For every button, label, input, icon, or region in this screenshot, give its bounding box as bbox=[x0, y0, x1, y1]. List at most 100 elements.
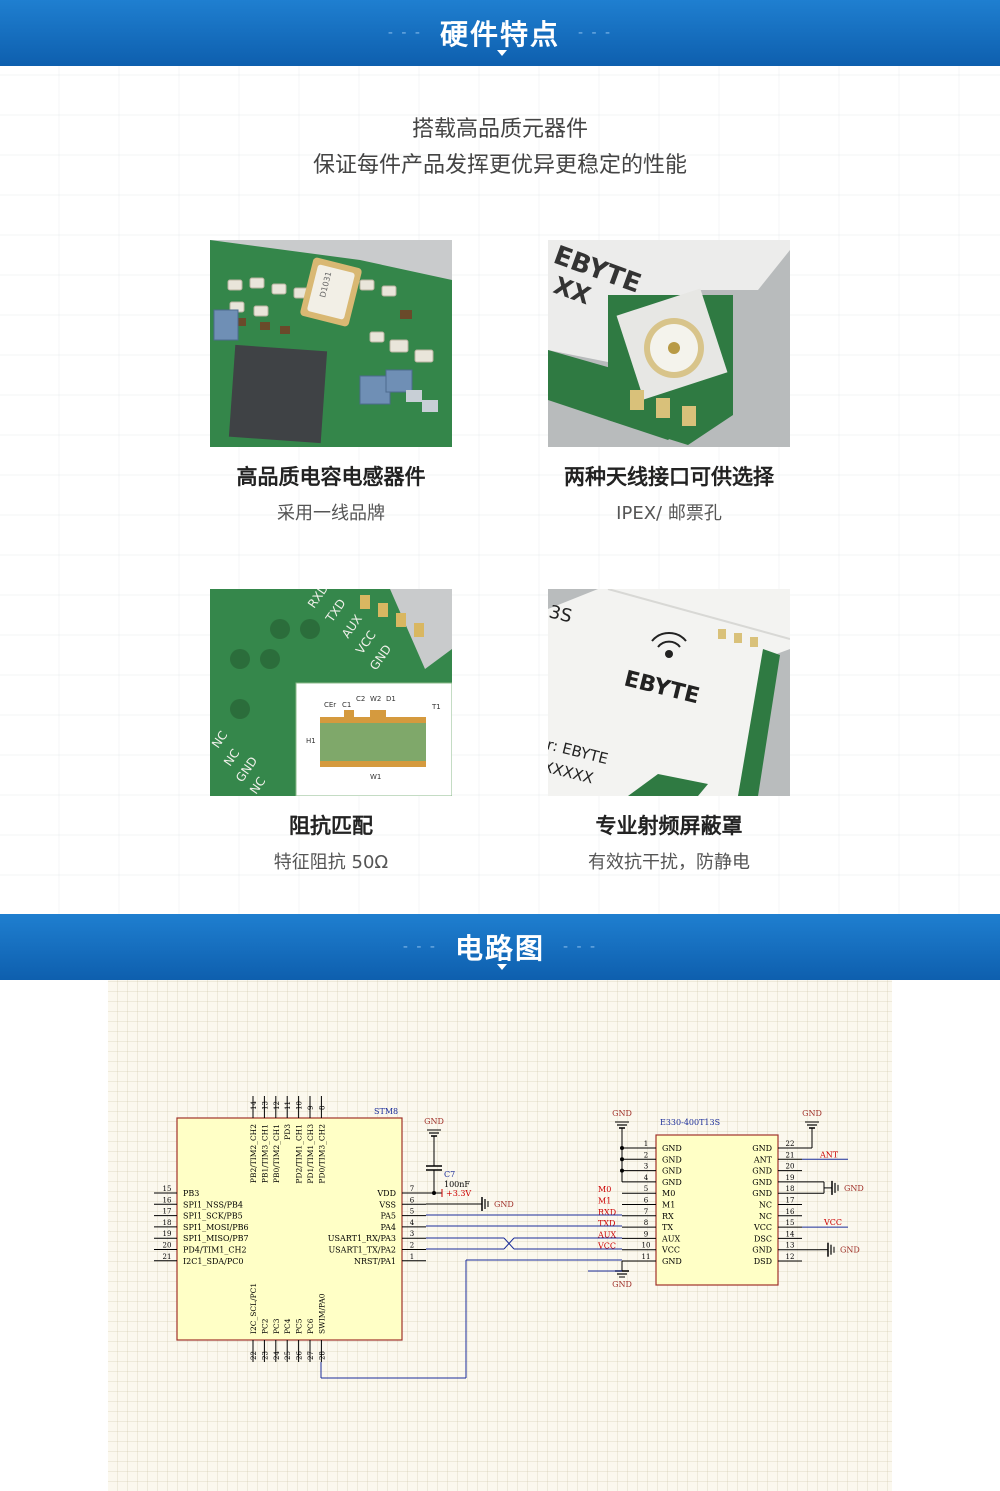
net-label: VCC bbox=[597, 1242, 616, 1251]
chevron-down-icon bbox=[497, 964, 507, 970]
feature-title: 专业射频屏蔽罩 bbox=[595, 814, 743, 838]
mcu-pin-number: 6 bbox=[410, 1196, 415, 1204]
mcu-pin-label: PD3 bbox=[283, 1124, 292, 1140]
mcu-pin-label: PD4/TIM1_CH2 bbox=[183, 1246, 247, 1255]
feature-card-impedance: RXD TXD AUX VCC GND NC NC GND NC CEr C1 … bbox=[210, 589, 452, 874]
junction-dot bbox=[620, 1168, 624, 1173]
mcu-pin-label: PC2 bbox=[260, 1318, 269, 1334]
mcu-pin-label: USART1_TX/PA2 bbox=[328, 1246, 396, 1255]
junction-dot bbox=[620, 1146, 624, 1150]
mcu-pin-number: 22 bbox=[250, 1351, 258, 1360]
module-pin-label: GND bbox=[662, 1144, 682, 1153]
module-pin-number: 4 bbox=[644, 1174, 649, 1182]
impedance-label: W2 bbox=[370, 695, 381, 703]
module-pin-label: GND bbox=[662, 1257, 682, 1266]
intro-text: 搭载高品质元器件 保证每件产品发挥更优异更稳定的性能 bbox=[0, 112, 1000, 184]
module-pin-number: 19 bbox=[786, 1174, 795, 1182]
mcu-pin-label: PC4 bbox=[283, 1318, 292, 1334]
mcu-pin-label: PC5 bbox=[295, 1318, 304, 1334]
impedance-label: T1 bbox=[431, 703, 441, 711]
net-label: VCC bbox=[823, 1218, 842, 1227]
module-pin-label: GND bbox=[752, 1189, 772, 1198]
mcu-pin-number: 3 bbox=[410, 1230, 414, 1238]
impedance-label: C2 bbox=[356, 695, 365, 703]
mcu-name: STM8 bbox=[374, 1107, 398, 1116]
module-pin-number: 8 bbox=[644, 1219, 648, 1227]
module-pin-number: 1 bbox=[644, 1140, 648, 1148]
module-pin-label: TX bbox=[662, 1223, 673, 1232]
banner-divider-right: - - - bbox=[578, 25, 613, 41]
module-pin-number: 16 bbox=[786, 1208, 795, 1216]
module-pin-label: DSC bbox=[754, 1234, 772, 1243]
net-label: M1 bbox=[598, 1197, 611, 1206]
module-pin-number: 11 bbox=[642, 1253, 651, 1261]
module-pin-label: VCC bbox=[753, 1223, 772, 1232]
circuit-banner: - - - 电路图 - - - bbox=[0, 914, 1000, 980]
mcu-pin-label: PD2/TIM1_CH1 bbox=[295, 1124, 304, 1184]
impedance-label: H1 bbox=[306, 737, 316, 745]
chevron-down-icon bbox=[497, 50, 507, 56]
module-pin-label: GND bbox=[662, 1167, 682, 1176]
mcu-pin-number: 2 bbox=[410, 1242, 414, 1250]
mcu-pin-label: SWIM/PA0 bbox=[317, 1293, 326, 1334]
mcu-pin-label: I2C_SCL/PC1 bbox=[249, 1283, 258, 1334]
module-pin-number: 22 bbox=[786, 1140, 795, 1148]
mcu-pin-number: 20 bbox=[163, 1242, 172, 1250]
features-banner: - - - 硬件特点 - - - bbox=[0, 0, 1000, 66]
mcu-pin-label: SPI1_SCK/PB5 bbox=[183, 1212, 243, 1221]
impedance-photo: RXD TXD AUX VCC GND NC NC GND NC CEr C1 … bbox=[210, 589, 452, 796]
module-pin-label: ANT bbox=[753, 1155, 773, 1164]
gnd-label: GND bbox=[612, 1109, 632, 1118]
mcu-pin-number: 26 bbox=[296, 1351, 304, 1360]
gnd-label: GND bbox=[802, 1109, 822, 1118]
feature-subtitle: 特征阻抗 50Ω bbox=[273, 852, 389, 873]
mcu-pin-label: NRST/PA1 bbox=[354, 1257, 396, 1266]
module-pin-number: 18 bbox=[786, 1185, 795, 1193]
mcu-pin-label: PB1/TIM3_CH1 bbox=[260, 1124, 269, 1183]
module-pin-label: GND bbox=[752, 1144, 772, 1153]
shield-photo: EBYTE 3S r: EBYTE XXXXX bbox=[548, 589, 790, 796]
mcu-pin-number: 25 bbox=[284, 1351, 292, 1360]
mcu-pin-label: PC6 bbox=[306, 1318, 315, 1334]
mcu-pin-number: 17 bbox=[163, 1208, 172, 1216]
intro-line-1: 搭载高品质元器件 bbox=[411, 117, 588, 142]
feature-card-antenna: EBYTE XX 两种天线接口可供选择 IPEX/ 邮票孔 bbox=[548, 240, 790, 525]
mcu-pin-number: 11 bbox=[284, 1101, 292, 1110]
mcu-pin-label: PD0/TIM3_CH2 bbox=[317, 1124, 326, 1184]
gnd-label: GND bbox=[844, 1184, 864, 1193]
mcu-pin-number: 24 bbox=[273, 1351, 281, 1360]
module-pin-number: 2 bbox=[644, 1151, 648, 1159]
mcu-pin-number: 14 bbox=[250, 1101, 258, 1110]
mcu-pin-number: 8 bbox=[318, 1106, 326, 1110]
mcu-pin-label: PB0/TIM2_CH1 bbox=[272, 1124, 281, 1183]
mcu-pin-label: VSS bbox=[378, 1200, 396, 1209]
module-pin-label: GND bbox=[752, 1246, 772, 1255]
mcu-pin-label: PA5 bbox=[380, 1212, 396, 1221]
feature-subtitle: 有效抗干扰，防静电 bbox=[588, 852, 750, 873]
impedance-label: D1 bbox=[386, 695, 396, 703]
module-pin-number: 13 bbox=[786, 1242, 795, 1250]
feature-subtitle: IPEX/ 邮票孔 bbox=[616, 503, 722, 524]
mcu-body bbox=[176, 1117, 403, 1341]
circuit-section-title: 电路图 bbox=[454, 932, 545, 965]
junction-dot bbox=[432, 1191, 436, 1195]
mcu-pin-number: 1 bbox=[410, 1253, 414, 1261]
module-pin-number: 14 bbox=[786, 1230, 795, 1238]
module-pin-number: 15 bbox=[786, 1219, 795, 1227]
gnd-label: GND bbox=[424, 1117, 444, 1126]
module-pin-number: 17 bbox=[786, 1197, 795, 1205]
shield-partial-text: 3S bbox=[548, 601, 574, 627]
mcu-pin-label: SPI1_NSS/PB4 bbox=[183, 1200, 243, 1209]
background-pcb-lines bbox=[0, 66, 1000, 914]
feature-card-components: D1031 高品质电容电感器件 采用一线品牌 bbox=[210, 240, 452, 525]
module-pin-number: 12 bbox=[786, 1253, 795, 1261]
module-pin-number: 9 bbox=[644, 1230, 648, 1238]
gnd-label: GND bbox=[494, 1200, 514, 1209]
module-pin-label: NC bbox=[759, 1212, 772, 1221]
feature-title: 两种天线接口可供选择 bbox=[564, 465, 774, 489]
mcu-pin-label: PB2/TIM2_CH2 bbox=[249, 1124, 258, 1183]
banner-divider-left: - - - bbox=[402, 939, 437, 955]
module-pin-label: GND bbox=[662, 1155, 682, 1164]
